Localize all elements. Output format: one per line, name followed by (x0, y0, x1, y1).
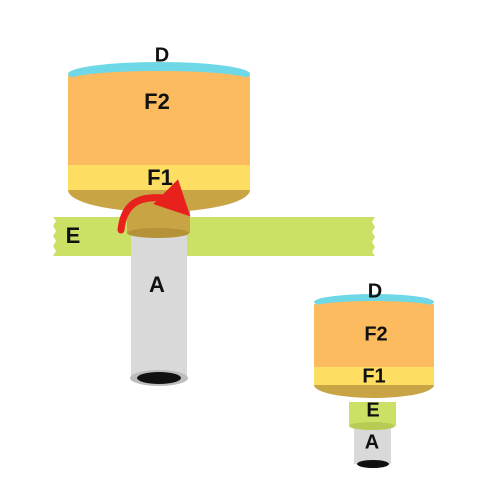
label-a-small: A (365, 431, 379, 453)
label-f2-small: F2 (364, 323, 387, 345)
small-f2-top-face (314, 301, 434, 313)
rotation-arrow (117, 179, 191, 234)
large-assembly: D F2 F1 E A (53, 44, 375, 386)
label-a-large: A (149, 272, 165, 297)
tube-a-hole (137, 372, 181, 384)
small-e-collar (349, 402, 396, 426)
small-e-collar-bottom (349, 422, 395, 430)
small-f2-layer (314, 304, 434, 367)
f2-layer (68, 75, 250, 165)
e-tape-band (53, 217, 375, 256)
label-d-large: D (155, 44, 169, 66)
f2-top-face (68, 71, 250, 89)
small-tube-a (354, 424, 391, 464)
label-d-small: D (368, 280, 382, 302)
label-e-large: E (66, 223, 81, 248)
small-tube-a-hole (357, 460, 389, 468)
label-e-small: E (366, 399, 379, 421)
tube-a (131, 230, 187, 378)
label-f1-large: F1 (147, 165, 173, 190)
label-f2-large: F2 (144, 89, 170, 114)
label-f1-small: F1 (362, 365, 385, 387)
f2-lower-curve (68, 155, 250, 165)
small-assembly: D F2 F1 E A (314, 280, 434, 468)
neck-bottom (127, 228, 189, 238)
